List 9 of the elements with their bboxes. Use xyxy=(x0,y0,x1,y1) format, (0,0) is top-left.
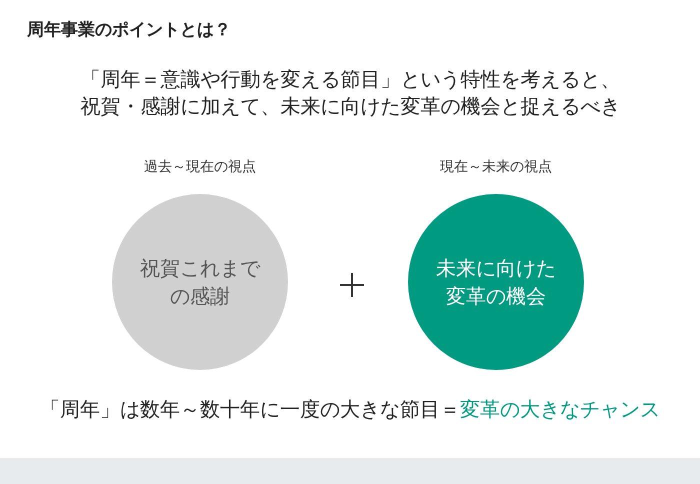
title: 周年事業のポイントとは？ xyxy=(27,19,231,41)
subtitle: 「周年＝意識や行動を変える節目」という特性を考えると、祝賀・感謝に加えて、未来に向けた変革の機会と捉えるべき xyxy=(80,66,622,120)
viewpoint-label: 現在～未来の視点 xyxy=(439,158,553,176)
circle xyxy=(112,194,288,370)
circle-text: 未来に向けた変革の機会 xyxy=(435,255,557,310)
circle xyxy=(408,194,584,370)
viewpoint-label: 過去～現在の視点 xyxy=(143,158,257,176)
circle-text: 祝賀これまでの感謝 xyxy=(139,255,262,310)
summary-text: 「周年」は数年～数十年に一度の大きな節目＝変革の大きなチャンス xyxy=(39,396,661,423)
